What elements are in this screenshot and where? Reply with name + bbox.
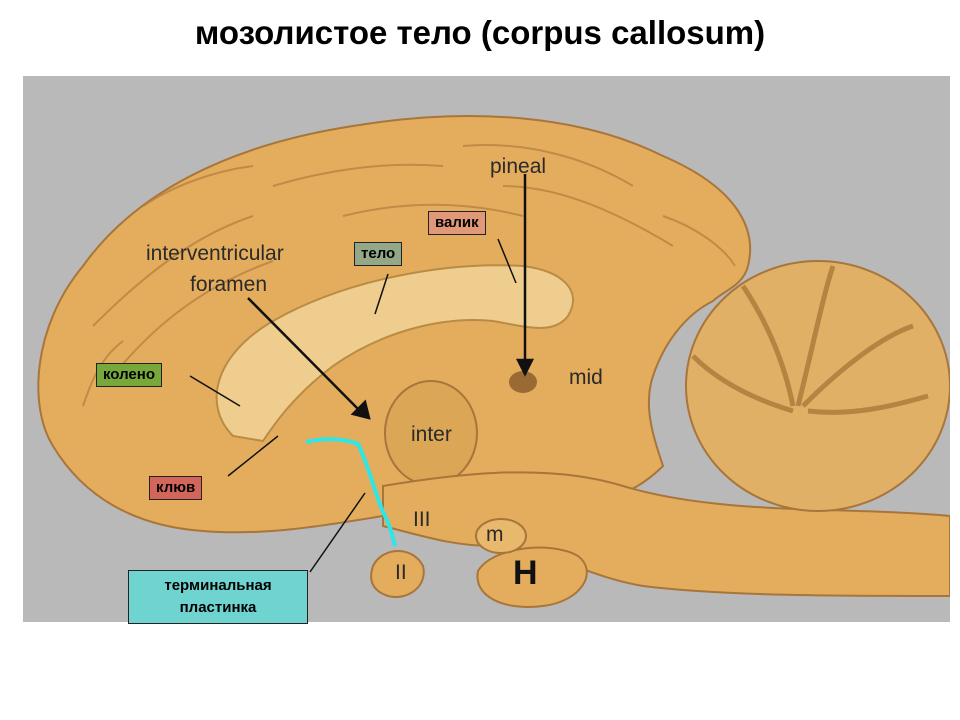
label-mid: mid	[569, 366, 603, 389]
arrows	[247, 174, 535, 420]
corpus-callosum-shape	[215, 264, 574, 443]
callout-klyuv: клюв	[149, 476, 203, 500]
label-m: m	[486, 523, 504, 546]
cerebellum-shape	[685, 260, 950, 512]
callout-terminal-line2: пластинка	[179, 599, 257, 616]
arbor-vitae	[691, 265, 929, 415]
callout-terminal-plate: терминальная пластинка	[128, 570, 308, 624]
hypophysis-shape	[476, 546, 588, 608]
mammillary-shape	[475, 518, 527, 554]
label-foramen: foramen	[190, 273, 268, 296]
label-iii: III	[413, 508, 431, 531]
gyri-lines	[82, 144, 736, 407]
callout-telo: тело	[354, 242, 403, 266]
brain-sagittal-photo: pineal interventricular foramen mid inte…	[23, 76, 950, 622]
pineal-shape	[509, 371, 537, 393]
label-ii: II	[395, 561, 407, 584]
optic-chiasm-shape	[370, 550, 425, 598]
label-h: H	[513, 554, 538, 592]
brain-illustration	[37, 115, 950, 608]
slide-title: мозолистое тело (corpus callosum)	[194, 14, 766, 51]
label-pineal: pineal	[490, 155, 547, 178]
label-interventricular: interventricular	[146, 242, 284, 265]
callout-valik: валик	[428, 211, 486, 235]
callout-koleno: колено	[96, 363, 162, 387]
callout-terminal-line1: терминальная	[164, 577, 272, 594]
lamina-terminalis-line	[305, 437, 397, 547]
leader-lines	[189, 238, 517, 573]
label-inter: inter	[411, 423, 452, 446]
